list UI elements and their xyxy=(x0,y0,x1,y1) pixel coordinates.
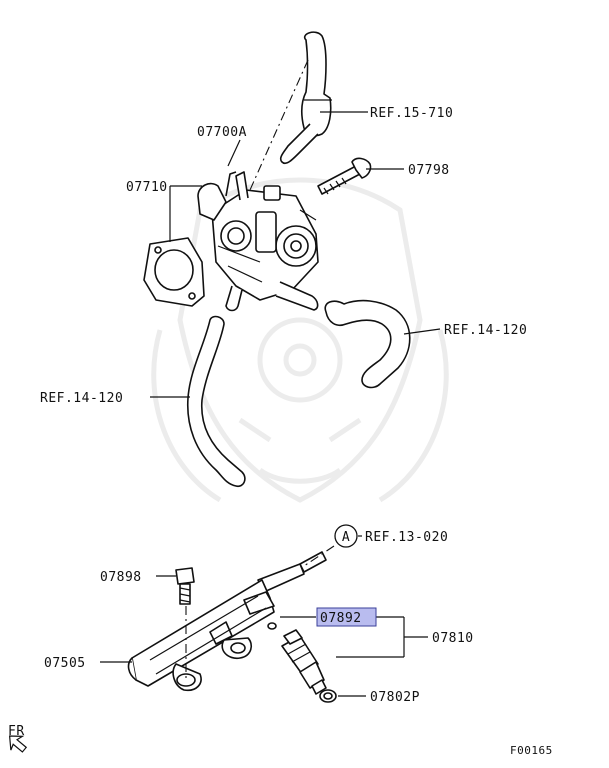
hose-link-dashline xyxy=(249,59,309,191)
label-ref-15-710[interactable]: REF.15-710 xyxy=(370,106,453,121)
leaders-lower xyxy=(100,535,428,697)
label-07810[interactable]: 07810 xyxy=(432,631,474,646)
bolt-07798 xyxy=(317,157,372,195)
highlighted-part-box[interactable] xyxy=(316,607,377,627)
throttle-body xyxy=(197,171,319,312)
upper-vacuum-hose xyxy=(279,31,332,165)
label-07892[interactable]: 07892 xyxy=(320,611,362,626)
label-ref-14-120-left[interactable]: REF.14-120 xyxy=(40,391,123,406)
injector-07810 xyxy=(267,622,327,695)
label-ref-14-120-right[interactable]: REF.14-120 xyxy=(444,323,527,338)
label-07898[interactable]: 07898 xyxy=(100,570,142,585)
reference-circle-a xyxy=(334,524,358,548)
label-07505[interactable]: 07505 xyxy=(44,656,86,671)
gasket-07710 xyxy=(143,237,205,307)
label-07710[interactable]: 07710 xyxy=(126,180,168,195)
coolant-hose-right xyxy=(324,299,411,389)
front-direction-arrow-icon xyxy=(8,735,28,753)
label-07798[interactable]: 07798 xyxy=(408,163,450,178)
bolt-07898 xyxy=(175,567,195,680)
label-ref-13-020[interactable]: REF.13-020 xyxy=(365,530,448,545)
circle-a-label: A xyxy=(342,530,350,545)
leaders-upper xyxy=(150,111,441,398)
coolant-hose-left xyxy=(186,315,246,488)
fuel-rail-07505 xyxy=(127,551,327,692)
label-07700a[interactable]: 07700A xyxy=(197,125,247,140)
seal-07802p xyxy=(319,689,337,703)
watermark-emblem xyxy=(151,177,449,503)
label-fr: FR xyxy=(8,724,25,739)
figure-id: F00165 xyxy=(510,744,553,757)
label-07802p[interactable]: 07802P xyxy=(370,690,420,705)
